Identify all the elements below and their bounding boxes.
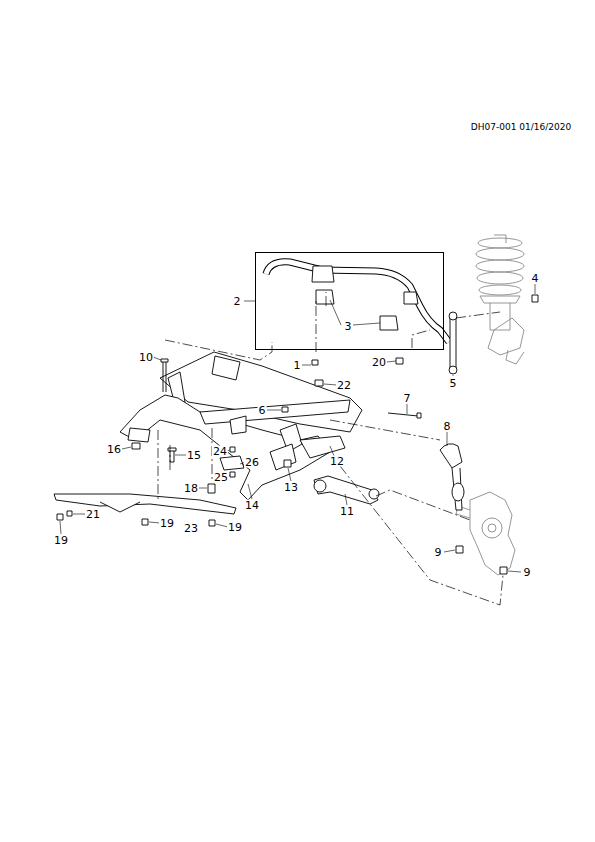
- lower-control-arm: [314, 476, 379, 504]
- group-box: 3: [255, 252, 444, 350]
- callout-number: 11: [339, 506, 355, 517]
- callout-number: 25: [213, 472, 229, 483]
- skid-plate: [54, 494, 236, 514]
- assembly-lines: [158, 292, 503, 605]
- bracket: [220, 456, 244, 470]
- callout-number: 7: [403, 393, 412, 404]
- callout-number: 2: [233, 296, 242, 307]
- strut-assembly: [476, 235, 524, 364]
- callout-number: 8: [443, 421, 452, 432]
- callout-number: 9: [434, 547, 443, 558]
- drawing-id: DH07-001 01/16/2020: [470, 123, 572, 132]
- tension-strut: [440, 444, 464, 510]
- callout-number: 12: [329, 456, 345, 467]
- stabilizer-link: [449, 312, 457, 374]
- callout-number: 26: [244, 457, 260, 468]
- leader-lines: [60, 284, 535, 572]
- callout-number: 5: [449, 378, 458, 389]
- callout-number: 21: [85, 509, 101, 520]
- callout-number: 14: [244, 500, 260, 511]
- callout-number: 19: [53, 535, 69, 546]
- callout-number: 20: [371, 357, 387, 368]
- steering-knuckle: [456, 492, 515, 575]
- stabilizer-bar: [266, 262, 449, 342]
- callout-number: 3: [344, 321, 353, 332]
- callout-number: 9: [523, 567, 532, 578]
- callout-number: 24: [212, 446, 228, 457]
- callout-number: 15: [186, 450, 202, 461]
- callout-number: 6: [258, 405, 267, 416]
- callout-number: 4: [531, 273, 540, 284]
- callout-number: 18: [183, 483, 199, 494]
- callout-number: 19: [227, 522, 243, 533]
- callout-number: 10: [138, 352, 154, 363]
- callout-number: 19: [159, 518, 175, 529]
- callout-number: 1: [293, 360, 302, 371]
- callout-number: 23: [183, 523, 199, 534]
- callout-number: 16: [106, 444, 122, 455]
- fasteners: [57, 295, 538, 574]
- callout-number: 22: [336, 380, 352, 391]
- callout-number: 13: [283, 482, 299, 493]
